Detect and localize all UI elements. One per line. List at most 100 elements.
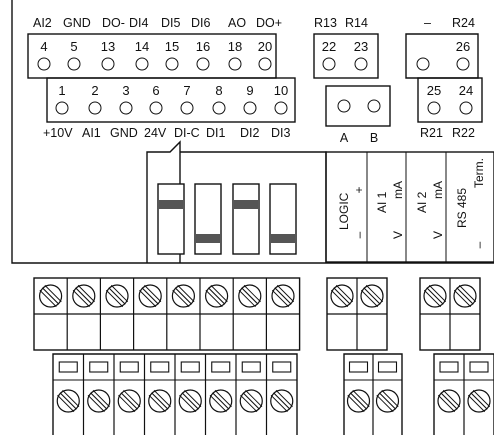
screw-slot — [148, 394, 166, 413]
terminal-number: 24 — [459, 83, 473, 98]
screw-slot — [209, 394, 227, 413]
screw-slot — [349, 392, 368, 410]
relay-r13-r14-header: R13 R14 22 23 — [313, 16, 379, 79]
legend-option: – — [472, 241, 486, 248]
dip-switch-block — [146, 140, 327, 263]
screw-slot — [120, 392, 138, 410]
screw-slot — [92, 389, 110, 408]
terminal-pin — [212, 101, 226, 115]
screw-slot — [57, 394, 75, 413]
wire-entry-slot — [241, 361, 261, 373]
lower-left-header: 1 2 3 6 7 8 9 10 +10V AI1 GND 24V DI-C D… — [43, 77, 296, 140]
screw-slot — [240, 394, 258, 413]
dip-switch — [157, 183, 185, 255]
terminal-pin — [416, 57, 430, 71]
legend-title-ai2: AI 2 — [415, 191, 429, 213]
relay-r24-header: – R24 26 — [405, 16, 479, 79]
terminal-pin — [135, 57, 149, 71]
screw-slot — [470, 392, 488, 410]
terminal-pin — [67, 57, 81, 71]
dip-switch-legend: LOGIC – + AI 1 V mA AI 2 V mA RS 485 – T… — [325, 151, 494, 263]
screw-slot — [428, 284, 447, 303]
terminal-number: 9 — [246, 83, 253, 98]
signal-label: 24V — [144, 126, 167, 140]
legend-option: + — [352, 186, 366, 193]
screw-slot — [472, 389, 491, 408]
screw-slot — [210, 284, 228, 303]
header-box — [313, 33, 379, 79]
legend-option: V — [391, 231, 405, 239]
terminal-pin — [101, 57, 115, 71]
signal-label: AO — [228, 16, 246, 30]
signal-label: DI-C — [174, 126, 200, 140]
terminal-number: 5 — [70, 39, 77, 54]
wire-entry-slot — [439, 361, 459, 373]
screw-slot — [437, 394, 456, 413]
screw-slot — [347, 394, 365, 413]
terminal-number: 6 — [152, 83, 159, 98]
screw-slot — [44, 284, 62, 303]
screw-slot — [274, 287, 292, 305]
signal-label: DI6 — [191, 16, 211, 30]
terminal-pin — [456, 57, 470, 71]
legend-option: Term. — [472, 158, 486, 188]
screw-slot — [242, 392, 260, 410]
legend-option: V — [431, 231, 445, 239]
screw-slot — [207, 287, 226, 305]
screw-slot — [212, 392, 230, 410]
signal-label: AI1 — [82, 126, 101, 140]
screw-slot — [75, 287, 93, 305]
terminal-number: 1 — [58, 83, 65, 98]
signal-label: DO- — [102, 16, 125, 30]
screw-slot — [72, 289, 90, 308]
legend-title-ai1: AI 1 — [375, 191, 389, 213]
screw-slot — [118, 394, 136, 413]
screw-slot — [108, 287, 126, 305]
wire-entry-slot — [377, 361, 398, 373]
terminal-pin — [55, 101, 69, 115]
wire-entry-slot — [58, 361, 78, 373]
upper-screw-terminal-blocks — [33, 277, 481, 351]
terminal-pin — [367, 99, 381, 113]
terminal-number: 25 — [427, 83, 441, 98]
legend-option: mA — [431, 181, 445, 199]
screw-slot — [442, 389, 461, 408]
board-outline — [11, 0, 494, 264]
terminal-pin — [427, 101, 441, 115]
screw-slot — [378, 392, 397, 410]
screw-slot — [174, 287, 193, 305]
switch-housing — [146, 140, 181, 263]
screw-slot — [426, 287, 444, 305]
screw-slot — [453, 289, 472, 308]
wire-entry-slot — [272, 361, 292, 373]
lower-screw-terminal-blocks — [52, 353, 494, 435]
terminal-number: 14 — [135, 39, 149, 54]
screw-slot — [271, 289, 290, 308]
signal-label: +10V — [43, 126, 73, 140]
screw-slot — [363, 287, 381, 305]
signal-label: B — [370, 131, 378, 145]
signal-label: A — [340, 131, 349, 145]
terminal-pin — [258, 57, 272, 71]
screw-slot — [273, 392, 291, 410]
screw-slot — [184, 389, 202, 408]
terminal-number: 13 — [101, 39, 115, 54]
terminal-pin — [196, 57, 210, 71]
screw-slot — [151, 392, 169, 410]
terminal-number: 15 — [165, 39, 179, 54]
screw-slot — [241, 287, 259, 305]
screw-slot — [59, 392, 77, 410]
legend-box — [325, 151, 494, 263]
terminal-pin — [228, 57, 242, 71]
dip-switch-knob — [159, 200, 183, 209]
screw-slot — [110, 284, 129, 303]
dip-switch-knob — [234, 200, 258, 209]
screw-slot — [456, 287, 474, 305]
signal-label: DI1 — [206, 126, 226, 140]
wire-entry-slot — [348, 361, 369, 373]
screw-slot — [381, 389, 399, 408]
dip-switch-knob — [196, 234, 220, 243]
dip-switch-knob — [271, 234, 295, 243]
screw-slot — [276, 284, 295, 303]
wire-entry-slot — [150, 361, 170, 373]
